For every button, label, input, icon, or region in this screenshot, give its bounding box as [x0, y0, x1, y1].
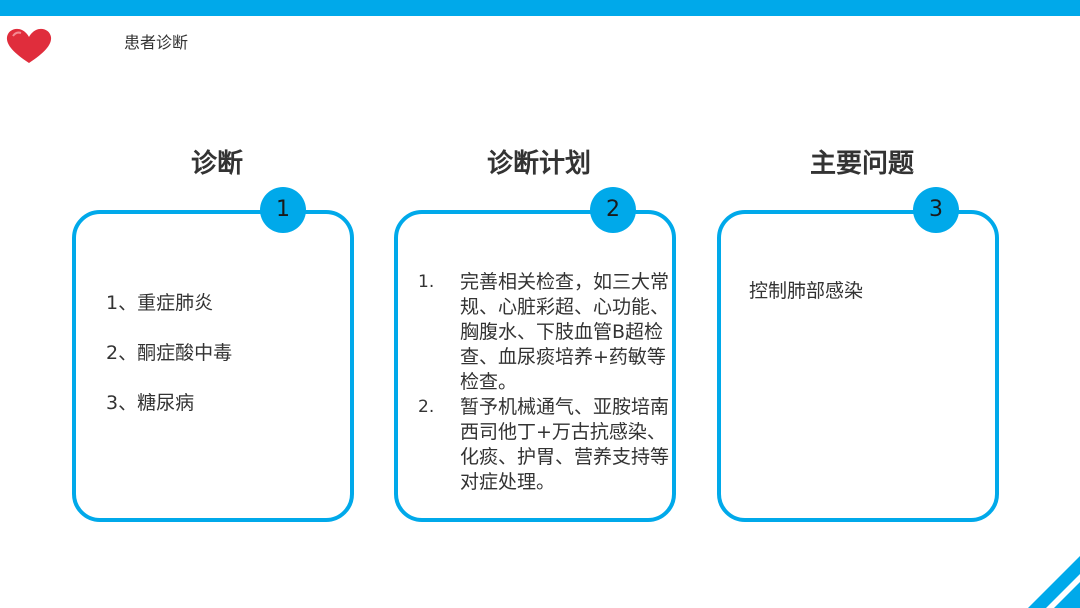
- column-title-diagnosis: 诊断: [190, 149, 243, 179]
- list-item: 1. 完善相关检查，如三大常规、心脏彩超、心功能、胸腹水、下肢血管B超检查、血尿…: [418, 270, 670, 395]
- plan-list: 1. 完善相关检查，如三大常规、心脏彩超、心功能、胸腹水、下肢血管B超检查、血尿…: [418, 270, 670, 495]
- list-item: 2. 暂予机械通气、亚胺培南西司他丁+万古抗感染、化痰、护胃、营养支持等对症处理…: [418, 395, 670, 495]
- list-item-text: 暂予机械通气、亚胺培南西司他丁+万古抗感染、化痰、护胃、营养支持等对症处理。: [460, 396, 670, 493]
- step-badge-1: 1: [260, 187, 306, 233]
- step-badge-3: 3: [913, 187, 959, 233]
- top-accent-bar: [0, 0, 1080, 16]
- card-plan: 1. 完善相关检查，如三大常规、心脏彩超、心功能、胸腹水、下肢血管B超检查、血尿…: [394, 210, 676, 522]
- corner-stripe-decoration: [1028, 556, 1080, 608]
- list-item-text: 完善相关检查，如三大常规、心脏彩超、心功能、胸腹水、下肢血管B超检查、血尿痰培养…: [460, 271, 670, 393]
- column-title-plan: 诊断计划: [486, 149, 591, 179]
- list-item-number: 2.: [418, 397, 435, 417]
- heart-icon: [6, 28, 52, 64]
- diagnosis-list: 1、重症肺炎 2、酮症酸中毒 3、糖尿病: [106, 290, 232, 440]
- list-item-number: 1.: [418, 272, 435, 292]
- card-problems: 控制肺部感染: [717, 210, 999, 522]
- problem-text: 控制肺部感染: [749, 280, 864, 302]
- list-item: 1、重症肺炎: [106, 292, 214, 314]
- card-diagnosis: 1、重症肺炎 2、酮症酸中毒 3、糖尿病: [72, 210, 354, 522]
- list-item: 3、糖尿病: [106, 392, 195, 414]
- header-title: 患者诊断: [124, 33, 189, 52]
- list-item: 2、酮症酸中毒: [106, 342, 233, 364]
- column-title-problems: 主要问题: [809, 149, 914, 179]
- step-badge-2: 2: [590, 187, 636, 233]
